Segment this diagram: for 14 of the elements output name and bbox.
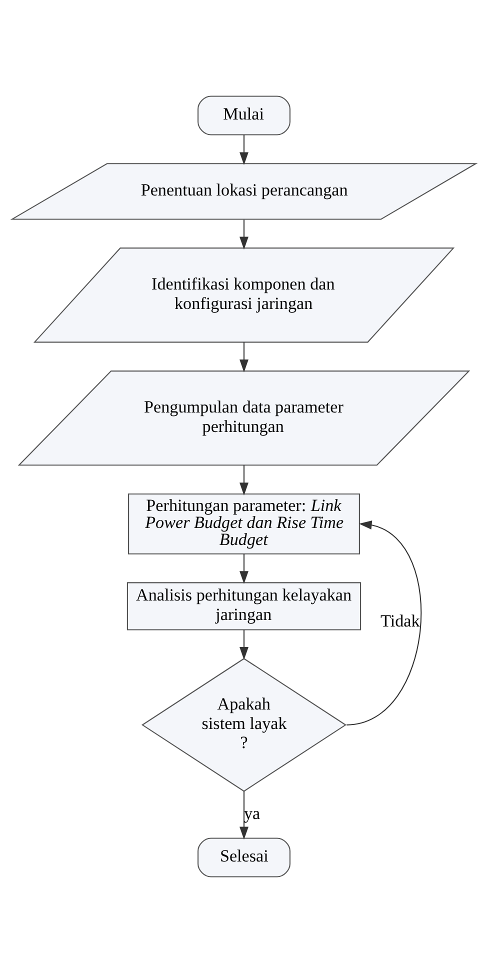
arrow — [240, 790, 248, 840]
node-box: Selesai — [198, 837, 290, 877]
node-box: Mulai — [198, 95, 290, 135]
node-diamond: Apakah sistem layak ? — [141, 657, 347, 792]
arrow — [240, 464, 248, 495]
arrow — [240, 553, 248, 584]
arrow — [346, 520, 422, 725]
edge-label: Tidak — [380, 610, 420, 630]
arrow — [240, 342, 248, 372]
arrow — [240, 219, 248, 250]
node-box: Analisis perhitungan kelayakan jaringan — [126, 582, 362, 630]
arrow — [240, 629, 248, 660]
node-box: Perhitungan parameter: Link Power Budget dan Rise Time Budget — [128, 492, 360, 554]
arrow — [240, 134, 248, 165]
